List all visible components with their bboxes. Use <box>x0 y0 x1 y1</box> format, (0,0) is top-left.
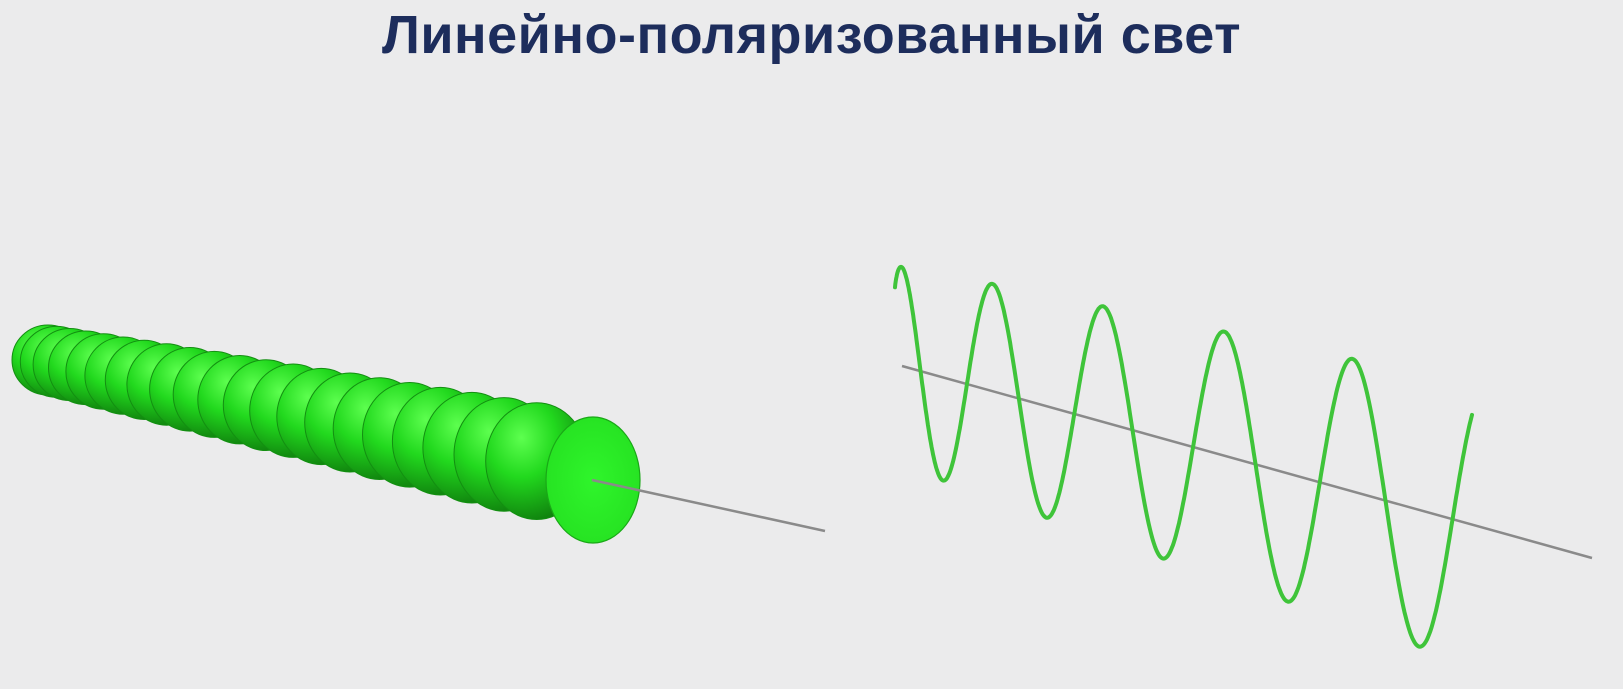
beam-axis-right <box>901 364 1593 560</box>
beam-axis-left <box>591 478 826 533</box>
disc-beam-figure <box>11 324 641 544</box>
page-title: Линейно-поляризованный свет <box>381 5 1242 65</box>
polarized-wave <box>893 264 1474 649</box>
